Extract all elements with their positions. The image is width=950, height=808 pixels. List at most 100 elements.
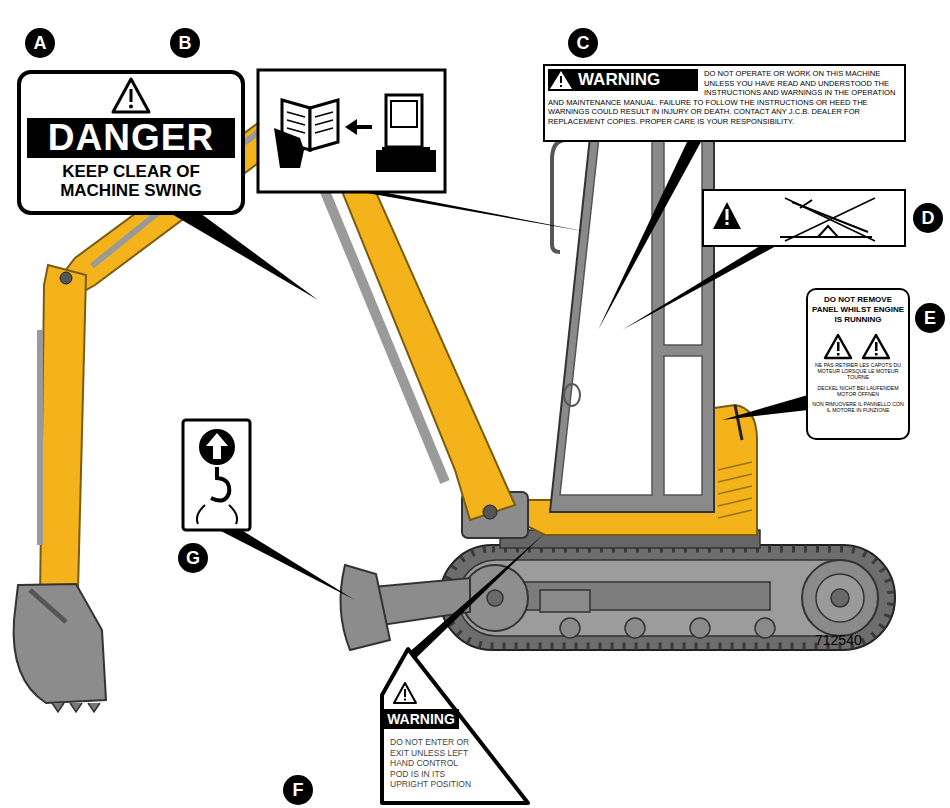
callout-letter: B (170, 28, 200, 58)
danger-icon (129, 105, 133, 109)
operator-cab (564, 384, 580, 406)
leader-lines (598, 140, 702, 330)
manual-pictogram-decal (382, 147, 430, 153)
operator-cab (664, 356, 702, 495)
pictogram-decal (726, 222, 729, 225)
operator-cab (550, 108, 714, 512)
figure-number: 712540 (815, 632, 862, 648)
decal-text: DO NOT OPERATE OR WORK ON THIS MACHINE U… (548, 69, 895, 126)
text-wrap: DO NOT OPERATE OR WORK ON THIS MACHINE U… (548, 69, 903, 126)
operator-cab (552, 140, 566, 252)
track-assembly (560, 618, 580, 638)
decal-outline-shape (382, 649, 528, 803)
operator-cab (550, 108, 714, 512)
lifting-point-decal (183, 420, 250, 530)
warning-icon (394, 683, 416, 703)
track-assembly (755, 618, 775, 638)
pictogram-decal (818, 226, 838, 237)
bucket (30, 590, 66, 622)
warning-icon (560, 85, 562, 87)
pictogram-decal (785, 198, 875, 241)
leader-lines (215, 528, 355, 600)
track-assembly (440, 545, 895, 650)
leader-lines (398, 533, 545, 662)
pictogram-decal (713, 202, 741, 229)
upper-structure (718, 462, 752, 518)
warning-icon (404, 699, 406, 701)
warning-icon (404, 689, 406, 697)
warning-icon (863, 335, 889, 358)
manual-pictogram-decal (258, 70, 445, 192)
track-assembly (625, 618, 645, 638)
warning-icon (550, 71, 572, 89)
warning-icon (560, 76, 562, 83)
pivot-pins (60, 272, 72, 284)
danger-icon (130, 89, 133, 102)
warning-icon (875, 353, 878, 356)
warning-icon (825, 335, 889, 358)
warning-decal: WARNINGDO NOT OPERATE OR WORK ON THIS MA… (543, 64, 906, 142)
warning-icon (837, 353, 840, 356)
bucket (52, 703, 100, 712)
warning-icon (875, 342, 878, 351)
decal-text: KEEP CLEAR OF MACHINE SWING (33, 162, 229, 200)
bucket (14, 584, 106, 703)
manual-pictogram-decal (310, 100, 338, 150)
pictogram-decal (792, 200, 868, 232)
manual-pictogram-decal (345, 119, 357, 135)
danger-decal: DANGER KEEP CLEAR OF MACHINE SWING (17, 70, 245, 215)
float-spacer (548, 69, 704, 92)
leader-lines (722, 395, 808, 420)
danger-icon (113, 79, 149, 112)
callout-letter: G (178, 543, 208, 573)
decal-text: DO NOT ENTER OR EXIT UNLESS LEFT HAND CO… (390, 737, 476, 790)
callout-letter: D (913, 203, 943, 233)
lifting-point-decal (199, 429, 235, 465)
callout-letter: A (25, 28, 55, 58)
pictogram-decal (703, 190, 905, 246)
lifting-point-decal (183, 420, 250, 530)
track-assembly (802, 560, 878, 636)
pictogram-decal (703, 190, 905, 246)
danger-icon (113, 79, 149, 112)
dozer-blade (341, 565, 470, 650)
panel-warning-decal: DO NOT REMOVE PANEL WHILST ENGINE IS RUN… (806, 288, 910, 440)
lifting-point-decal (211, 467, 229, 501)
manual-pictogram-decal (386, 95, 422, 147)
manual-pictogram-decal (274, 128, 304, 168)
operator-cab (560, 126, 652, 495)
bucket (14, 584, 106, 712)
track-assembly (540, 590, 590, 612)
warning-icon (550, 71, 572, 89)
track-assembly (487, 590, 503, 606)
callout-letter: E (915, 303, 945, 333)
warning-heading: WARNING (383, 709, 459, 729)
dipper-arm (40, 265, 86, 610)
manual-pictogram-decal (258, 70, 445, 192)
manual-pictogram-decal (391, 101, 417, 127)
leader-lines (170, 213, 318, 300)
danger-heading: DANGER (27, 118, 235, 158)
track-assembly (690, 618, 710, 638)
warning-heading: WARNING (548, 69, 698, 91)
track-assembly (440, 545, 895, 650)
warning-icon (825, 335, 851, 358)
manual-pictogram-decal (376, 150, 436, 172)
lifting-point-decal (197, 505, 237, 524)
track-assembly (458, 560, 878, 636)
leader-lines (350, 190, 588, 232)
decal-text: NE PAS RETIRER LES CAPOTS DU MOTEUR LORS… (811, 362, 905, 381)
pictogram-decal (726, 209, 729, 220)
leader-lines (622, 246, 776, 330)
decal-text: DO NOT REMOVE PANEL WHILST ENGINE IS RUN… (811, 295, 905, 325)
callout-letter: C (568, 28, 598, 58)
callout-letter: F (283, 775, 313, 805)
dozer-blade (341, 565, 390, 650)
manual-pictogram-decal (287, 112, 333, 133)
decal-text: NON RIMUOVERE IL PANNELLO CON IL MOTORE … (811, 401, 905, 413)
decal-text: DECKEL NICHT BEI LAUFENDEM MOTOR ÖFFNEN (811, 385, 905, 397)
track-assembly (831, 589, 849, 607)
bucket-cylinder (37, 330, 43, 545)
